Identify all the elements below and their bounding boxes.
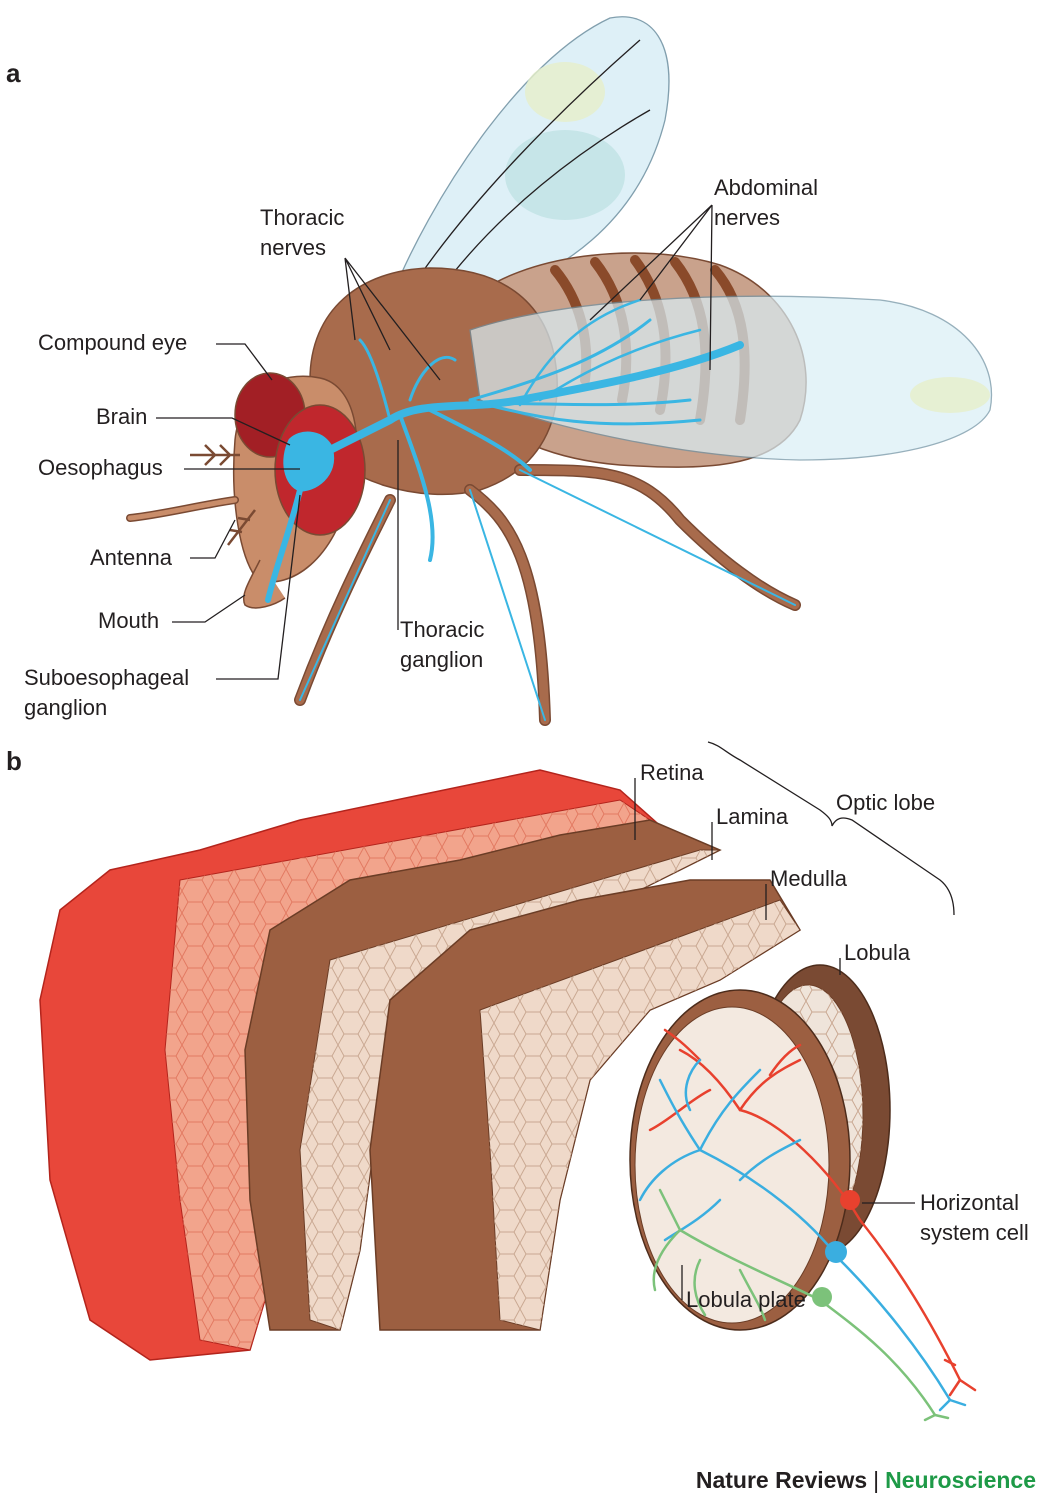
label-horizontal-system-cell-line1: Horizontal — [920, 1190, 1019, 1215]
optic-lobe-illustration — [39, 769, 977, 1422]
label-thoracic-ganglion-line1: Thoracic — [400, 617, 484, 642]
branding-separator: | — [873, 1467, 880, 1493]
label-suboesophageal-ganglion-line1: Suboesophageal — [24, 665, 189, 690]
optic-lobe-bracket — [707, 741, 955, 916]
label-retina: Retina — [640, 760, 704, 785]
journal-branding: Nature Reviews|Neuroscience — [696, 1467, 1036, 1494]
label-optic-lobe: Optic lobe — [836, 790, 935, 815]
label-lobula: Lobula — [844, 940, 911, 965]
label-horizontal-system-cell-line2: system cell — [920, 1220, 1029, 1245]
journal-section: Neuroscience — [885, 1467, 1036, 1493]
fly-illustration — [126, 16, 993, 726]
label-compound-eye: Compound eye — [38, 330, 187, 355]
panel-b-label: b — [6, 746, 22, 776]
panel-a-label: a — [6, 58, 21, 88]
label-medulla: Medulla — [770, 866, 848, 891]
lower-wing — [469, 295, 993, 461]
label-lobula-plate: Lobula plate — [686, 1287, 806, 1312]
label-mouth: Mouth — [98, 608, 159, 633]
label-abdominal-nerves-line1: Abdominal — [714, 175, 818, 200]
label-thoracic-nerves-line1: Thoracic — [260, 205, 344, 230]
label-lamina: Lamina — [716, 804, 789, 829]
panel-b-labels: Retina Lamina Medulla Optic lobe Lobula … — [634, 741, 1029, 1312]
panel-a-labels: Thoracic nerves Abdominal nerves Compoun… — [24, 175, 818, 720]
nervous-system — [265, 298, 796, 721]
label-oesophagus: Oesophagus — [38, 455, 163, 480]
horizontal-system-neurons — [638, 1028, 977, 1422]
label-suboesophageal-ganglion-line2: ganglion — [24, 695, 107, 720]
label-brain: Brain — [96, 404, 147, 429]
label-antenna: Antenna — [90, 545, 173, 570]
label-thoracic-ganglion-line2: ganglion — [400, 647, 483, 672]
label-thoracic-nerves-line2: nerves — [260, 235, 326, 260]
label-abdominal-nerves-line2: nerves — [714, 205, 780, 230]
journal-name: Nature Reviews — [695, 1467, 868, 1493]
